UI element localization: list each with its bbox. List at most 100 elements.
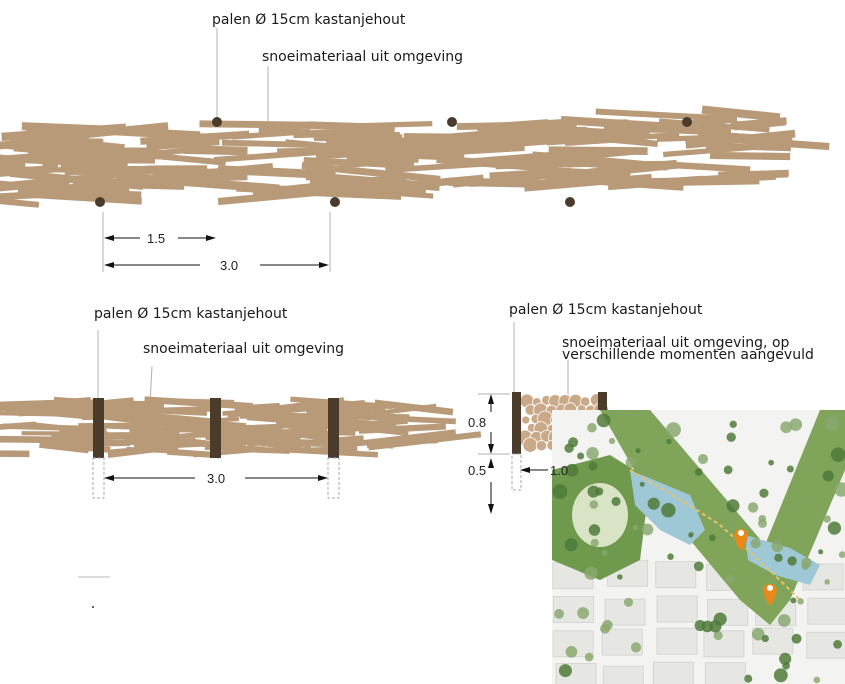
- branch-section-circle: [571, 431, 582, 442]
- tree: [797, 598, 804, 605]
- city-block: [602, 665, 644, 684]
- tree: [761, 634, 769, 643]
- branch-stroke: [0, 435, 109, 444]
- branch-stroke: [304, 429, 356, 436]
- tree: [825, 416, 840, 431]
- tree: [787, 556, 797, 566]
- branch-stroke: [338, 147, 458, 161]
- branch-stroke: [57, 403, 160, 414]
- branch-stroke: [40, 441, 111, 453]
- branch-stroke: [172, 426, 273, 434]
- elev-dim-span: 3.0: [207, 471, 226, 486]
- branch-stroke: [366, 439, 413, 449]
- branch-stroke: [320, 435, 364, 446]
- leader-material: [149, 365, 153, 405]
- branch-stroke: [39, 442, 89, 454]
- branch-stroke: [301, 413, 382, 429]
- arrow-left-icon: [104, 235, 114, 241]
- branch-section-circle: [594, 439, 609, 454]
- tree: [694, 620, 706, 632]
- branch-stroke: [248, 426, 343, 443]
- tree: [639, 481, 645, 487]
- branch-stroke: [327, 422, 409, 437]
- branch-stroke: [331, 405, 386, 418]
- plan-dim-small: 1.5: [147, 231, 166, 246]
- tree: [584, 566, 598, 580]
- branch-band: [0, 105, 830, 208]
- tree: [617, 574, 623, 580]
- arrow-right-icon: [319, 262, 329, 268]
- city-block: [707, 598, 749, 626]
- branch-section-circle: [519, 393, 535, 409]
- branch-stroke: [0, 399, 76, 409]
- branch-stroke: [132, 429, 180, 439]
- branch-stroke: [279, 414, 371, 426]
- plan-view-drawing: [0, 28, 830, 272]
- branch-stroke: [18, 407, 84, 417]
- branch-section-circle: [541, 394, 552, 406]
- section-dim-width: 1.0: [550, 463, 569, 478]
- tree: [635, 448, 641, 454]
- branch-stroke: [63, 403, 126, 413]
- branch-stroke: [401, 141, 503, 155]
- plan-label-posts: palen Ø 15cm kastanjehout: [212, 12, 406, 28]
- branch-section-circle: [545, 404, 558, 417]
- tree: [688, 531, 695, 537]
- tree: [779, 652, 792, 665]
- branch-stroke: [205, 433, 302, 451]
- city-block: [552, 630, 594, 658]
- branch-stroke: [17, 190, 142, 205]
- branch-stroke: [53, 396, 145, 408]
- branch-stroke: [330, 187, 387, 193]
- branch-stroke: [515, 118, 571, 130]
- tree: [758, 514, 767, 523]
- post-dot: [447, 117, 457, 127]
- branch-stroke: [258, 125, 310, 137]
- city-block: [555, 662, 597, 684]
- branch-stroke: [59, 426, 107, 435]
- branch-section-circle: [592, 419, 609, 437]
- branch-stroke: [21, 408, 103, 421]
- arrow-down-icon: [488, 444, 494, 454]
- tree: [789, 418, 803, 431]
- branch-stroke: [532, 151, 670, 169]
- branch-section-circle: [526, 422, 537, 433]
- arrow-left-icon: [104, 475, 114, 481]
- branch-section-circle: [560, 414, 573, 426]
- branch-stroke: [165, 416, 240, 426]
- branch-stroke: [288, 447, 379, 458]
- post-section: [512, 392, 521, 454]
- tree: [830, 447, 845, 462]
- branch-stroke: [104, 414, 191, 431]
- post-dot: [682, 117, 692, 127]
- tree: [588, 524, 601, 536]
- branch-stroke: [0, 404, 94, 414]
- post-underground: [327, 457, 340, 499]
- tree: [688, 532, 694, 538]
- tree: [693, 561, 704, 572]
- arrow-left-icon: [520, 467, 530, 473]
- map-pin-icon[interactable]: [763, 584, 777, 606]
- branch-section-circle: [558, 394, 572, 408]
- tree: [602, 619, 613, 631]
- branch-stroke: [305, 171, 440, 192]
- tree: [801, 562, 809, 570]
- map-pin-icon[interactable]: [734, 529, 748, 551]
- branch-stroke: [254, 420, 353, 430]
- branch-section-circle: [533, 402, 549, 418]
- branch-section-circle: [516, 429, 534, 446]
- branch-section-circle: [593, 402, 610, 419]
- branch-stroke: [372, 403, 437, 416]
- post-underground: [511, 453, 522, 491]
- branch-stroke: [277, 430, 337, 440]
- plan-label-material: snoeimateriaal uit omgeving: [262, 49, 464, 65]
- branch-stroke: [38, 184, 120, 194]
- post-dot: [330, 197, 340, 207]
- tree: [554, 608, 564, 619]
- branch-stroke: [338, 156, 398, 169]
- branch-stroke: [564, 136, 627, 146]
- arrow-left-icon: [104, 262, 114, 268]
- tree: [577, 452, 585, 460]
- arrow-down-icon: [488, 504, 494, 514]
- branch-stroke: [144, 396, 253, 410]
